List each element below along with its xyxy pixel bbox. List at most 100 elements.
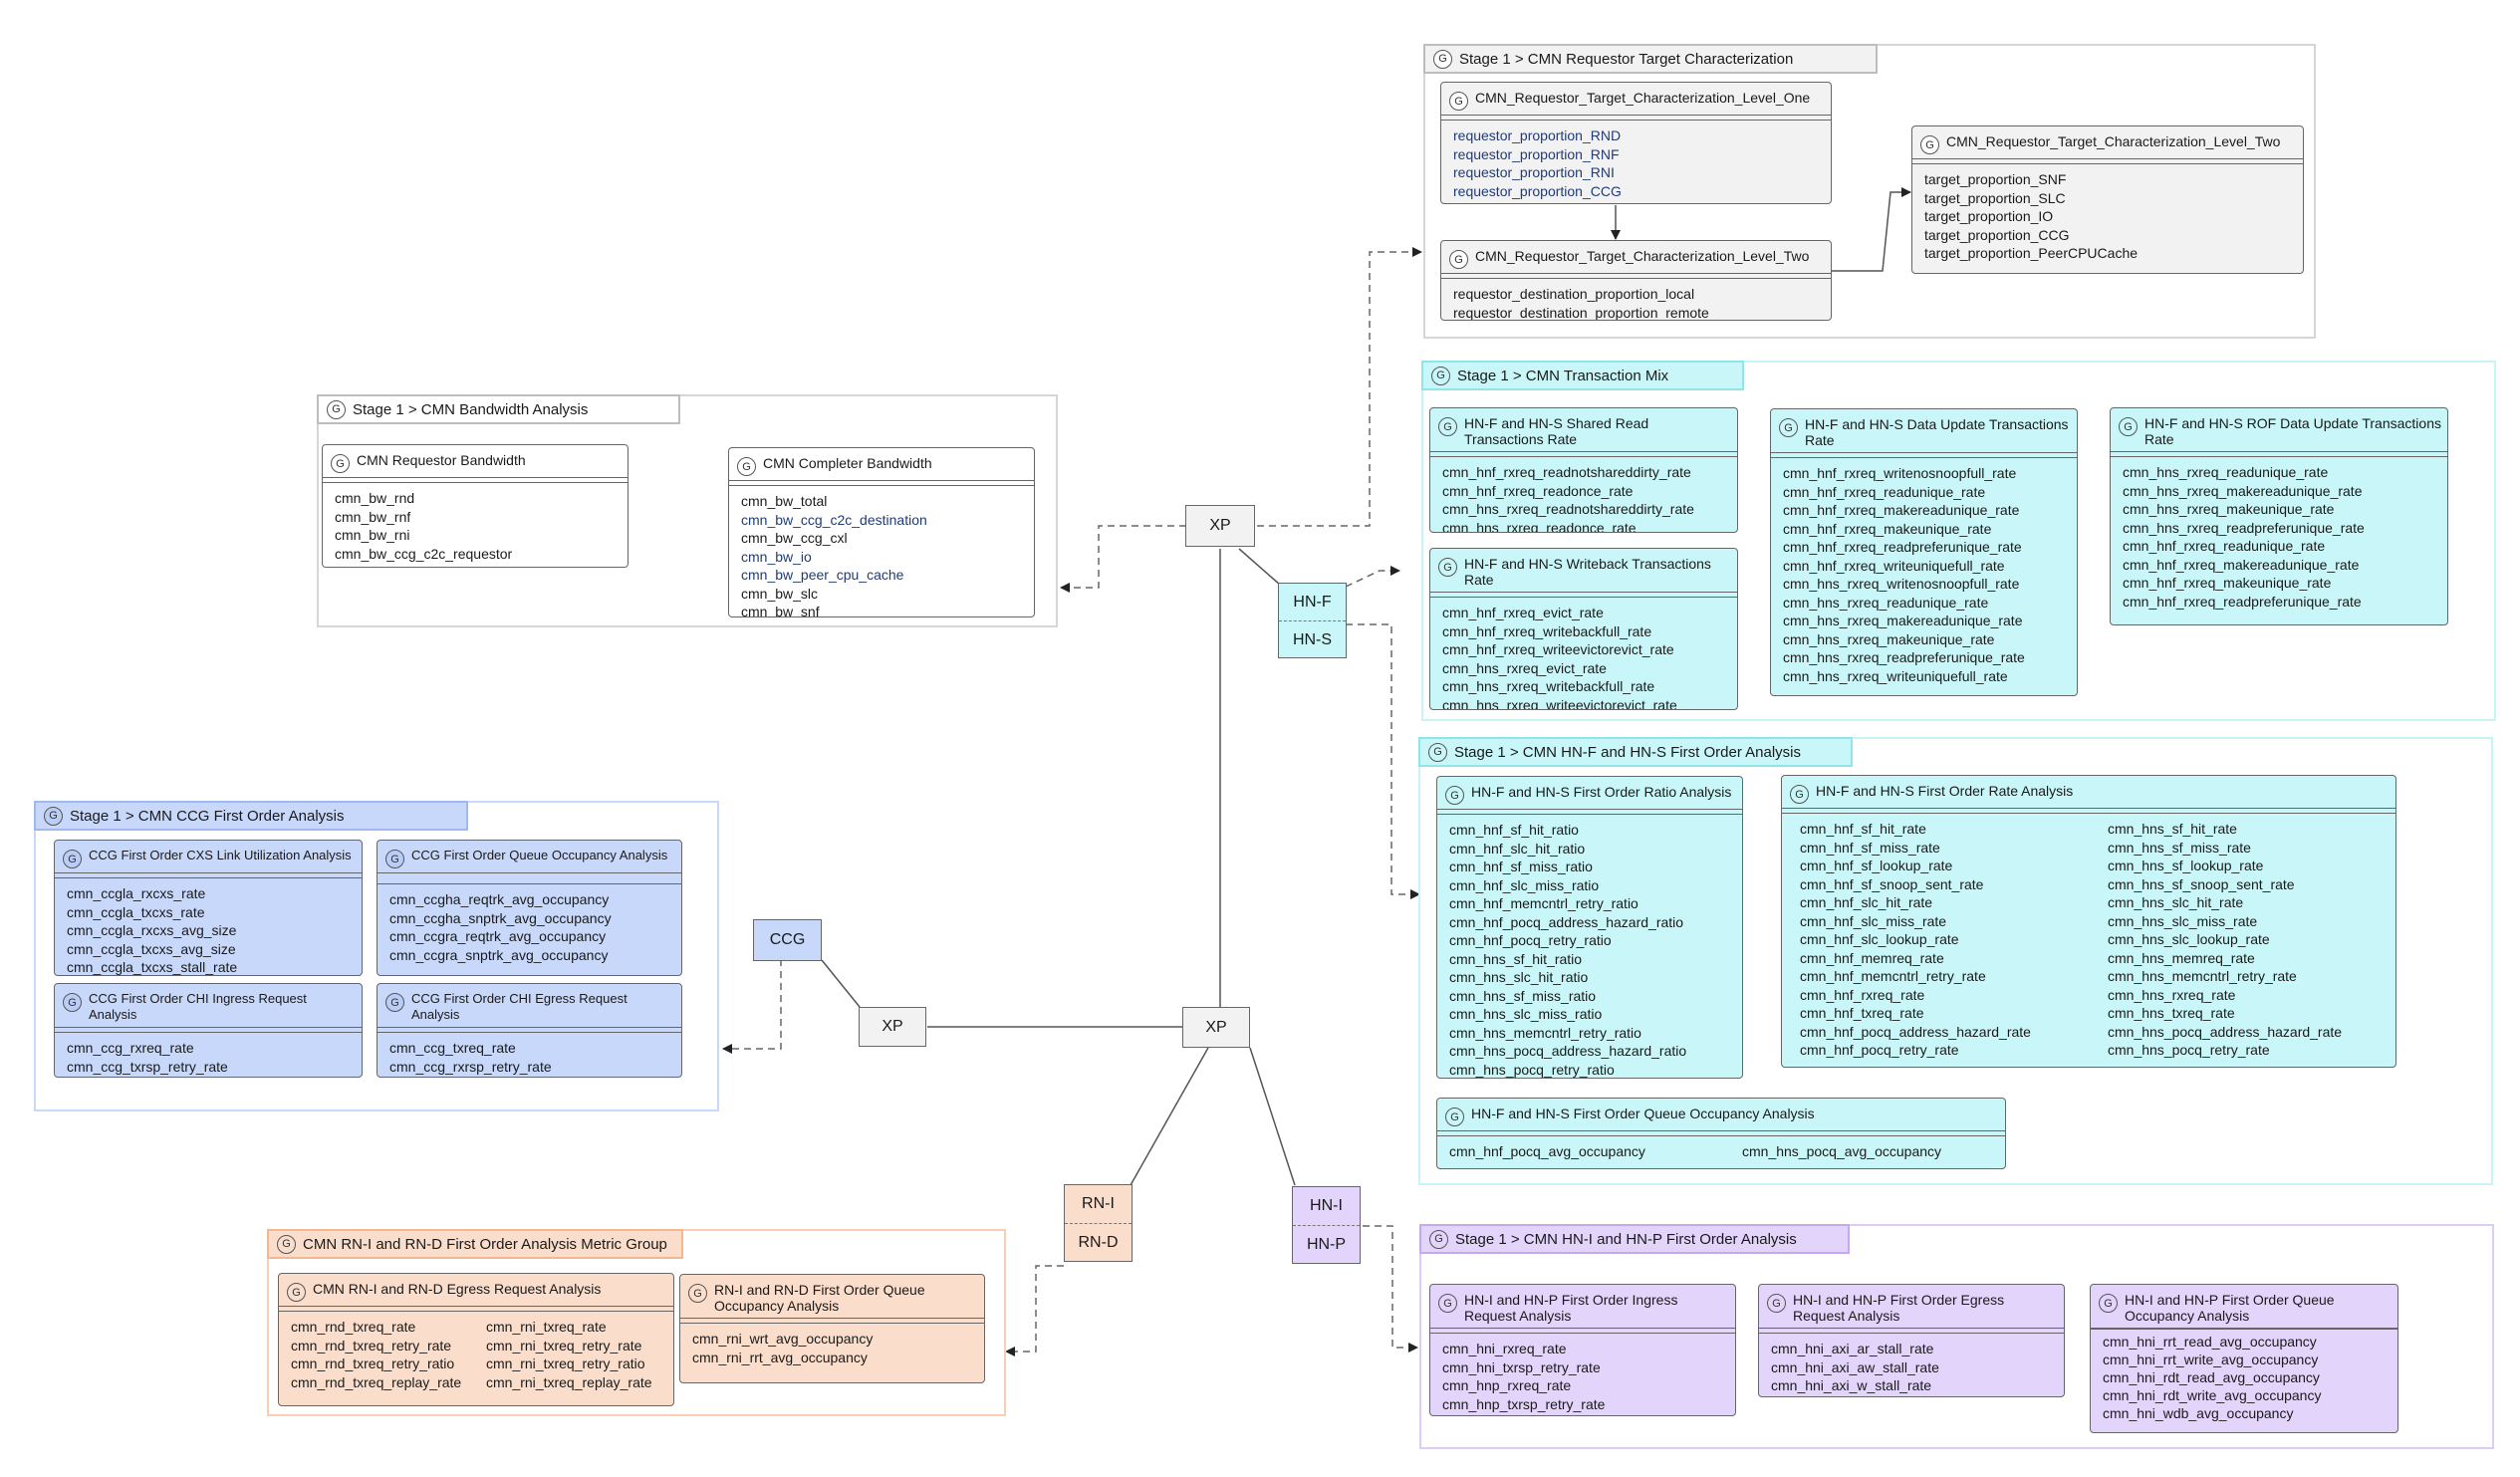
metric-item: requestor_destination_proportion_local xyxy=(1453,286,1695,302)
metric-item: cmn_bw_peer_cpu_cache xyxy=(741,567,904,583)
group-hn-first-order: G Stage 1 > CMN HN-F and HN-S First Orde… xyxy=(1418,737,2493,1185)
metric-item: cmn_hns_sf_lookup_rate xyxy=(2108,858,2264,873)
metric-item: cmn_ccgha_snptrk_avg_occupancy xyxy=(389,909,612,926)
group-icon: G xyxy=(1449,250,1468,269)
link-xp-center-hni xyxy=(1249,1047,1296,1186)
metric-item: requestor_proportion_RNF xyxy=(1453,145,1620,162)
metric-item: cmn_hnf_slc_miss_rate xyxy=(1800,912,1947,929)
metric-item: cmn_hns_memcntrl_retry_rate xyxy=(2108,968,2297,984)
metric-item: cmn_ccg_rxreq_rate xyxy=(67,1040,194,1056)
rni-rnd-node[interactable]: RN-I RN-D xyxy=(1064,1184,1133,1262)
metric-item: cmn_hns_rxreq_readpreferunique_rate xyxy=(2123,519,2365,536)
metric-item: cmn_hnp_rxreq_rate xyxy=(1442,1377,1572,1393)
group-icon: G xyxy=(385,850,404,868)
metric-item: cmn_hns_rxreq_readunique_rate xyxy=(2123,464,2329,480)
group-icon: G xyxy=(1920,135,1939,154)
group-title: G Stage 1 > CMN HN-I and HN-P First Orde… xyxy=(1419,1224,1850,1254)
group-title: G Stage 1 > CMN Bandwidth Analysis xyxy=(317,394,680,424)
hni-label: HN-I xyxy=(1293,1187,1360,1226)
metric-item: cmn_hnf_slc_miss_ratio xyxy=(1449,876,1600,893)
metric-item: cmn_hns_rxreq_rate xyxy=(2108,986,2236,1003)
metric-item: cmn_hnf_rxreq_writeuniquefull_rate xyxy=(1783,557,2005,574)
hnf-hns-node[interactable]: HN-F HN-S xyxy=(1278,583,1347,658)
metric-item: cmn_hnf_rxreq_readunique_rate xyxy=(2123,538,2326,554)
hnp-label: HN-P xyxy=(1306,1236,1347,1253)
metric-item: cmn_hnf_pocq_avg_occupancy xyxy=(1449,1143,1645,1159)
metric-item: cmn_hns_slc_hit_ratio xyxy=(1449,969,1589,985)
metric-item: cmn_hnf_pocq_retry_ratio xyxy=(1449,932,1612,948)
metric-item: cmn_bw_rni xyxy=(335,527,410,543)
metric-item: cmn_bw_ccg_c2c_destination xyxy=(741,511,927,528)
metric-item: cmn_hni_rdt_read_avg_occupancy xyxy=(2103,1369,2320,1385)
link-ccg-first-order xyxy=(722,959,782,1054)
metric-item: cmn_ccg_txrsp_retry_rate xyxy=(67,1058,228,1075)
link-leveltwo-target xyxy=(1831,187,1911,272)
metric-item: cmn_hns_slc_miss_rate xyxy=(2108,912,2258,929)
group-icon: G xyxy=(385,993,404,1012)
metric-item: cmn_hnf_slc_lookup_rate xyxy=(1800,931,1959,947)
metric-item: cmn_hns_sf_hit_ratio xyxy=(1449,950,1583,967)
group-title: G Stage 1 > CMN Transaction Mix xyxy=(1421,361,1744,390)
metric-item: cmn_hns_slc_miss_ratio xyxy=(1449,1006,1603,1022)
ccg-node[interactable]: CCG xyxy=(753,919,822,961)
metric-item: target_proportion_CCG xyxy=(1924,226,2070,243)
metric-item: cmn_rnd_txreq_retry_ratio xyxy=(291,1355,455,1371)
rni-label: RN-I xyxy=(1065,1185,1132,1224)
metric-item: cmn_hns_rxreq_writenosnoopfull_rate xyxy=(1783,576,2020,592)
group-icon: G xyxy=(1438,558,1457,577)
metric-item: cmn_hnf_sf_miss_rate xyxy=(1800,839,1940,856)
group-icon: G xyxy=(1790,785,1809,804)
xp-node-center[interactable]: XP xyxy=(1182,1007,1250,1048)
hni-hnp-node[interactable]: HN-I HN-P xyxy=(1292,1186,1361,1264)
metric-item: cmn_ccgla_txcxs_rate xyxy=(67,903,205,920)
metric-item: cmn_hns_pocq_retry_rate xyxy=(2108,1042,2270,1058)
group-icon: G xyxy=(1445,786,1464,805)
metric-item: cmn_hns_rxreq_makeunique_rate xyxy=(2123,501,2335,517)
metric-item: cmn_hnf_rxreq_readunique_rate xyxy=(1783,483,1986,500)
metric-item: requestor_proportion_RNI xyxy=(1453,164,1615,180)
xp-node-top[interactable]: XP xyxy=(1185,505,1255,547)
metric-item: cmn_bw_snf xyxy=(741,604,820,617)
hns-label: HN-S xyxy=(1292,630,1333,648)
metric-item: cmn_rnd_txreq_replay_rate xyxy=(291,1373,462,1390)
metric-item: cmn_hnf_rxreq_readonce_rate xyxy=(1442,482,1634,499)
xp-node-left[interactable]: XP xyxy=(859,1007,926,1047)
metric-item: cmn_hnf_rxreq_rate xyxy=(1800,986,1925,1003)
metric-list: cmn_hns_rxreq_readunique_rate cmn_hns_rxr… xyxy=(2111,457,2447,611)
metric-item: cmn_ccgla_rxcxs_avg_size xyxy=(67,922,237,938)
